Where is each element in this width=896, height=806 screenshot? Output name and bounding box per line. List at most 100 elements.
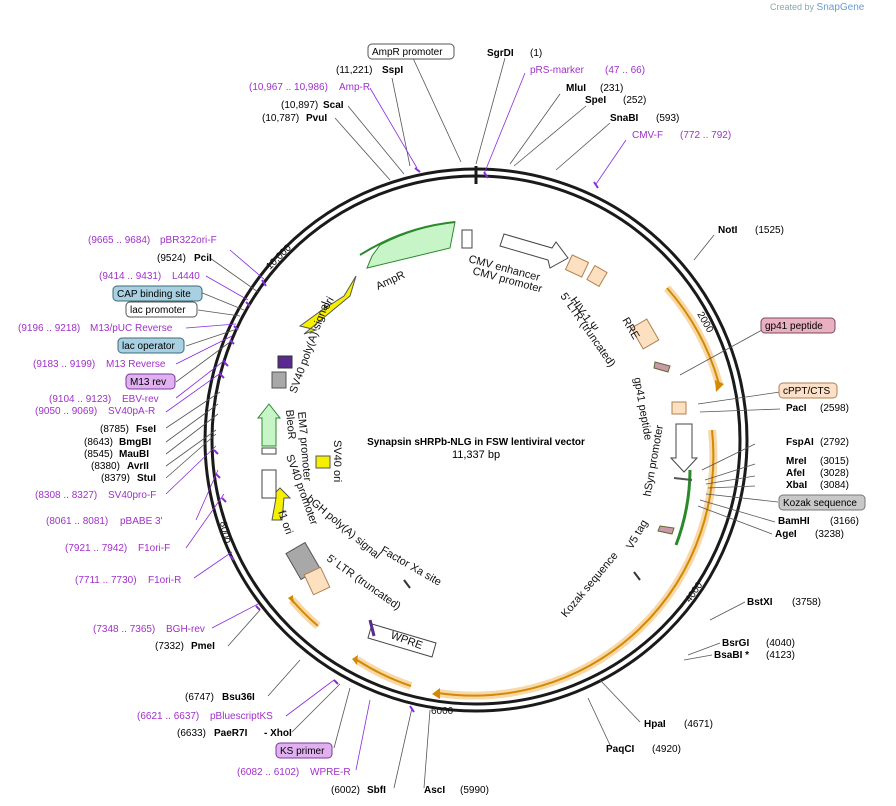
label-box-gp41: gp41 peptide (765, 321, 823, 332)
right-labels: SgrDI (1) pRS-marker (47 .. 66) MluI (23… (424, 48, 866, 796)
pos-xbai: (3084) (820, 480, 849, 491)
enzyme-pcii[interactable]: PciI (194, 253, 212, 264)
sv40-promoter-box (261, 469, 277, 499)
pos-avrii: (8380) (91, 461, 120, 472)
pos-afei: (3028) (820, 468, 849, 479)
pos-amp-r: (10,967 .. 10,986) (249, 82, 328, 93)
pos-bmgbi: (8643) (84, 437, 113, 448)
primer-sv40pro-f[interactable]: SV40pro-F (108, 490, 156, 501)
enzyme-fspai[interactable]: FspAI (786, 437, 814, 448)
enzyme-agei[interactable]: AgeI (775, 529, 797, 540)
enzyme-maubi[interactable]: MauBI (119, 449, 149, 460)
enzyme-afei[interactable]: AfeI (786, 468, 805, 479)
pos-pmei: (7332) (155, 641, 184, 652)
label-bgh: bGH poly(A) signal (304, 493, 382, 562)
pos-pvui: (10,787) (262, 113, 299, 124)
box-kozak[interactable] (778, 494, 866, 511)
pos-paer7i: (6633) (177, 728, 206, 739)
box-gp41[interactable] (760, 317, 836, 334)
box-lac-promoter[interactable] (125, 301, 198, 318)
enzyme-bsabi[interactable]: BsaBI * (714, 650, 749, 661)
pos-noti: (1525) (755, 225, 784, 236)
ampr-arrow (366, 221, 456, 269)
box-lac-operator[interactable] (117, 337, 185, 354)
pos-stui: (8379) (101, 473, 130, 484)
enzyme-sgrdi[interactable]: SgrDI (487, 48, 514, 59)
enzyme-avrii[interactable]: AvrII (127, 461, 149, 472)
enzyme-noti[interactable]: NotI (718, 225, 738, 236)
enzyme-paer7i[interactable]: PaeR7I (214, 728, 248, 739)
enzyme-bmgbi[interactable]: BmgBI (119, 437, 151, 448)
primer-pbr322ori-f[interactable]: pBR322ori-F (160, 235, 217, 246)
pos-sv40pro-f: (8308 .. 8327) (35, 490, 97, 501)
pos-mrei: (3015) (820, 456, 849, 467)
pos-sgrdi: (1) (530, 48, 542, 59)
primer-cmv-f[interactable]: CMV-F (632, 130, 663, 141)
primer-m13-reverse[interactable]: M13 Reverse (106, 359, 166, 370)
pos-prs-marker: (47 .. 66) (605, 65, 645, 76)
label-v5: V5 tag (624, 518, 650, 552)
pos-hpai: (4671) (684, 719, 713, 730)
enzyme-hpai[interactable]: HpaI (644, 719, 666, 730)
primer-bgh-rev[interactable]: BGH-rev (166, 624, 205, 635)
enzyme-asci[interactable]: AscI (424, 785, 445, 796)
enzyme-paci[interactable]: PacI (786, 403, 807, 414)
enzyme-bstxi[interactable]: BstXI (747, 597, 773, 608)
enzyme-mrei[interactable]: MreI (786, 456, 807, 467)
pos-scai: (10,897) (281, 100, 318, 111)
primer-sv40pa-r[interactable]: SV40pA-R (108, 406, 155, 417)
label-box-ks-primer: KS primer (280, 746, 325, 757)
pos-bsu36i: (6747) (185, 692, 214, 703)
snapgene-brand: Created by SnapGene (770, 2, 864, 13)
pos-asci: (5990) (460, 785, 489, 796)
kozak-mark (673, 477, 693, 481)
label-box-kozak: Kozak sequence (783, 498, 857, 509)
box-m13-rev[interactable] (125, 373, 176, 390)
enzyme-spei[interactable]: SpeI (585, 95, 606, 106)
primer-amp-r[interactable]: Amp-R (339, 82, 370, 93)
box-ampr-promoter[interactable] (367, 43, 455, 60)
enzyme-paqci[interactable]: PaqCI (606, 744, 635, 755)
pos-paqci: (4920) (652, 744, 681, 755)
box-cap-binding-site[interactable] (112, 285, 203, 302)
ampr-promoter-box (461, 229, 473, 249)
pos-bamhi: (3166) (830, 516, 859, 527)
enzyme-pmei[interactable]: PmeI (191, 641, 215, 652)
enzyme-scai[interactable]: ScaI (323, 100, 344, 111)
map-title: Synapsin sHRPb-NLG in FSW lentiviral vec… (367, 437, 585, 448)
enzyme-bsu36i[interactable]: Bsu36I (222, 692, 255, 703)
primer-ebv-rev[interactable]: EBV-rev (122, 394, 159, 405)
gp41-marker (653, 361, 671, 373)
enzyme-snabi[interactable]: SnaBI (610, 113, 639, 124)
pos-pbr322ori-f: (9665 .. 9684) (88, 235, 150, 246)
enzyme-xhoi[interactable]: - XhoI (264, 728, 292, 739)
enzyme-bsrgi[interactable]: BsrGI (722, 638, 749, 649)
enzyme-pvui[interactable]: PvuI (306, 113, 327, 124)
cppt-box (671, 401, 687, 415)
enzyme-mlui[interactable]: MluI (566, 83, 586, 94)
box-cppt[interactable] (778, 382, 838, 399)
label-box-ampr-promoter: AmpR promoter (372, 47, 443, 58)
primer-pbabe3[interactable]: pBABE 3' (120, 516, 163, 527)
enzyme-stui[interactable]: StuI (137, 473, 156, 484)
primer-l4440[interactable]: L4440 (172, 271, 200, 282)
primer-pbluescriptks[interactable]: pBluescriptKS (210, 711, 273, 722)
box-ks-primer[interactable] (275, 742, 333, 759)
primer-prs-marker[interactable]: pRS-marker (530, 65, 585, 76)
enzyme-xbai[interactable]: XbaI (786, 480, 807, 491)
enzyme-fsei[interactable]: FseI (136, 424, 156, 435)
left-labels: AmpR promoter (11,221) SspI (10,967 .. 1… (18, 43, 455, 796)
sv40-ori-box (315, 455, 331, 469)
em7-box (261, 447, 277, 455)
primer-wpre-r[interactable]: WPRE-R (310, 767, 351, 778)
label-box-cppt: cPPT/CTS (783, 386, 831, 397)
label-sv40-pa: SV40 poly(A) signal (288, 300, 332, 395)
enzyme-sbfi[interactable]: SbfI (367, 785, 386, 796)
label-kozak: Kozak sequence (559, 550, 620, 620)
primer-f1ori-r[interactable]: F1ori-R (148, 575, 181, 586)
primer-m13-puc-reverse[interactable]: M13/pUC Reverse (90, 323, 173, 334)
primer-f1ori-f[interactable]: F1ori-F (138, 543, 170, 554)
enzyme-sspi[interactable]: SspI (382, 65, 403, 76)
label-ampr: AmpR (374, 269, 407, 293)
enzyme-bamhi[interactable]: BamHI (778, 516, 810, 527)
